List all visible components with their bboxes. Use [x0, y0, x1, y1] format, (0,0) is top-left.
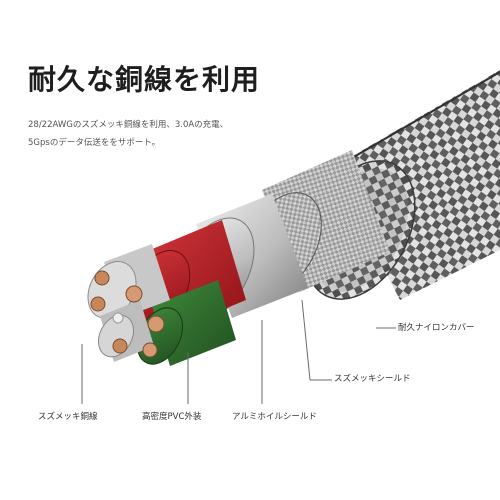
label-tin-copper-wire: スズメッキ銅線 [38, 412, 98, 422]
inner-wires [87, 220, 246, 366]
description-line-2: 5Gpsのデータ伝送ををサポート。 [28, 138, 161, 148]
label-pvc-jacket: 高密度PVC外装 [142, 412, 202, 422]
label-lines [81, 299, 396, 404]
label-tin-shield: スズメッキシールド [334, 374, 411, 384]
label-nylon-cover: 耐久ナイロンカバー [398, 323, 475, 333]
copper-strands [90, 270, 165, 358]
description-line-1: 28/22AWGのスズメッキ銅線を利用、3.0Aの充電、 [28, 120, 229, 130]
page-title: 耐久な銅線を利用 [28, 63, 261, 96]
description: 28/22AWGのスズメッキ銅線を利用、3.0Aの充電、 5Gpsのデータ伝送を… [28, 116, 298, 152]
label-aluminum-shield: アルミホイルシールド [232, 412, 317, 422]
